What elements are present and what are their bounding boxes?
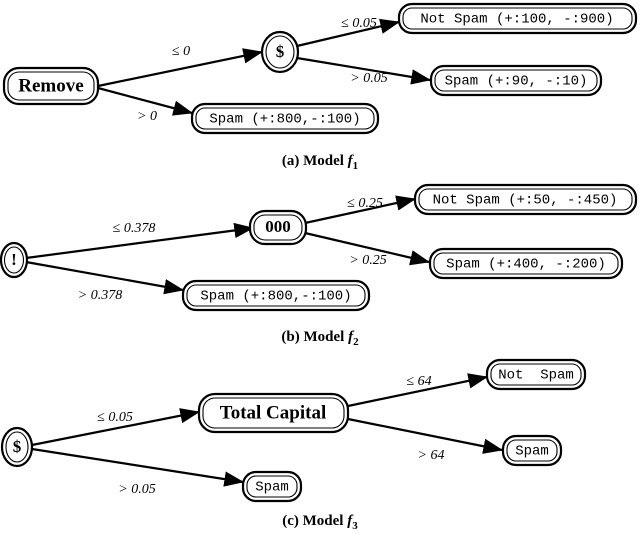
leaf-spam-400-200-label: Spam (+:400, -:200) (446, 257, 606, 273)
leaf-spam-800-100-label: Spam (+:800,-:100) (200, 289, 351, 305)
caption-f1-subscript: 1 (353, 160, 359, 172)
edge-internal-to-leaf-top (347, 373, 489, 408)
edge-label-le-64: ≤ 64 (406, 374, 431, 389)
leaf-spam-800-100-label: Spam (+:800,-:100) (209, 112, 360, 128)
edge-label-le-005: ≤ 0.05 (341, 16, 377, 31)
edge-label-le-025: ≤ 0.25 (347, 196, 383, 211)
caption-f1-symbol: f (348, 153, 355, 169)
node-internal-dollar-label: $ (276, 42, 285, 61)
edge-root-to-internal (97, 48, 264, 88)
caption-model-f3: (c) Model f3 (282, 513, 358, 532)
node-internal-dollar[interactable]: $ (260, 30, 300, 74)
edge-root-to-leaf-right (31, 447, 245, 487)
node-root-dollar-label: $ (13, 437, 22, 456)
node-internal-total-capital[interactable]: Total Capital (197, 392, 350, 434)
edge-internal-to-leaf-mid (304, 231, 431, 266)
node-root-remove-label: Remove (18, 75, 83, 96)
caption-f2-prefix: (b) Model (281, 329, 348, 345)
edge-internal-to-leaf-top (304, 195, 417, 225)
leaf-spam-90-10-label: Spam (+:90, -:10) (445, 74, 588, 90)
edge-root-to-leaf-right (97, 86, 194, 116)
leaf-spam-right[interactable]: Spam (501, 434, 563, 467)
node-root-remove[interactable]: Remove (2, 66, 100, 106)
panel-model-f1: Remove $ Not Spam (+:100, -:900) Spam (+… (2, 2, 638, 172)
edge-label-le-005: ≤ 0.05 (97, 410, 133, 425)
node-internal-total-capital-label: Total Capital (220, 402, 326, 423)
edge-internal-to-leaf-top (296, 18, 401, 48)
edge-root-to-internal (31, 408, 201, 447)
edge-internal-to-leaf-mid (347, 417, 504, 454)
leaf-spam-800-100[interactable]: Spam (+:800,-:100) (190, 102, 380, 135)
edge-label-gt-005: > 0.05 (350, 71, 387, 86)
caption-f3-prefix: (c) Model (282, 513, 347, 529)
leaf-spam-right-label: Spam (515, 444, 549, 460)
caption-model-f1: (a) Model f1 (282, 153, 358, 172)
leaf-spam-bottom[interactable]: Spam (241, 470, 303, 503)
caption-f2-symbol: f (348, 329, 355, 345)
node-internal-000-label: 000 (265, 217, 291, 236)
caption-f2-subscript: 2 (353, 336, 359, 348)
edge-label-le-0378: ≤ 0.378 (113, 221, 156, 236)
leaf-not-spam-50-450-label: Not Spam (+:50, -:450) (433, 193, 618, 209)
edge-root-to-leaf-right (25, 260, 185, 295)
edge-label-gt-0: > 0 (137, 109, 157, 124)
leaf-not-spam[interactable]: Not Spam (485, 358, 587, 391)
edge-label-gt-005: > 0.05 (118, 482, 155, 497)
leaf-spam-400-200[interactable]: Spam (+:400, -:200) (428, 247, 624, 280)
edge-label-le-0: ≤ 0 (172, 44, 190, 59)
caption-f1-prefix: (a) Model (282, 153, 348, 169)
leaf-spam-bottom-label: Spam (255, 480, 289, 496)
edge-internal-to-leaf-mid (296, 56, 432, 85)
edge-label-gt-025: > 0.25 (349, 253, 386, 268)
edge-label-gt-64: > 64 (418, 448, 445, 463)
panel-model-f2: ! 000 Not Spam (+:50, -:450) Spam (+:400… (0, 183, 638, 348)
edge-label-gt-0378: > 0.378 (78, 288, 122, 303)
node-internal-000[interactable]: 000 (248, 209, 308, 246)
node-root-exclamation[interactable]: ! (0, 241, 29, 279)
leaf-not-spam-50-450[interactable]: Not Spam (+:50, -:450) (413, 183, 638, 216)
leaf-not-spam-label: Not Spam (498, 368, 574, 384)
caption-model-f2: (b) Model f2 (281, 329, 359, 348)
leaf-spam-90-10[interactable]: Spam (+:90, -:10) (429, 64, 603, 97)
leaf-not-spam-100-900-label: Not Spam (+:100, -:900) (420, 12, 613, 28)
caption-f3-symbol: f (347, 513, 354, 529)
caption-f3-subscript: 3 (352, 520, 358, 532)
leaf-spam-800-100[interactable]: Spam (+:800,-:100) (181, 279, 371, 312)
node-root-exclamation-label: ! (11, 250, 17, 269)
edge-root-to-internal (25, 222, 255, 260)
panel-model-f3: $ Total Capital Not Spam Spam Spam ≤ 0.0 (0, 358, 587, 532)
leaf-not-spam-100-900[interactable]: Not Spam (+:100, -:900) (397, 2, 638, 35)
node-root-dollar[interactable]: $ (0, 426, 34, 468)
